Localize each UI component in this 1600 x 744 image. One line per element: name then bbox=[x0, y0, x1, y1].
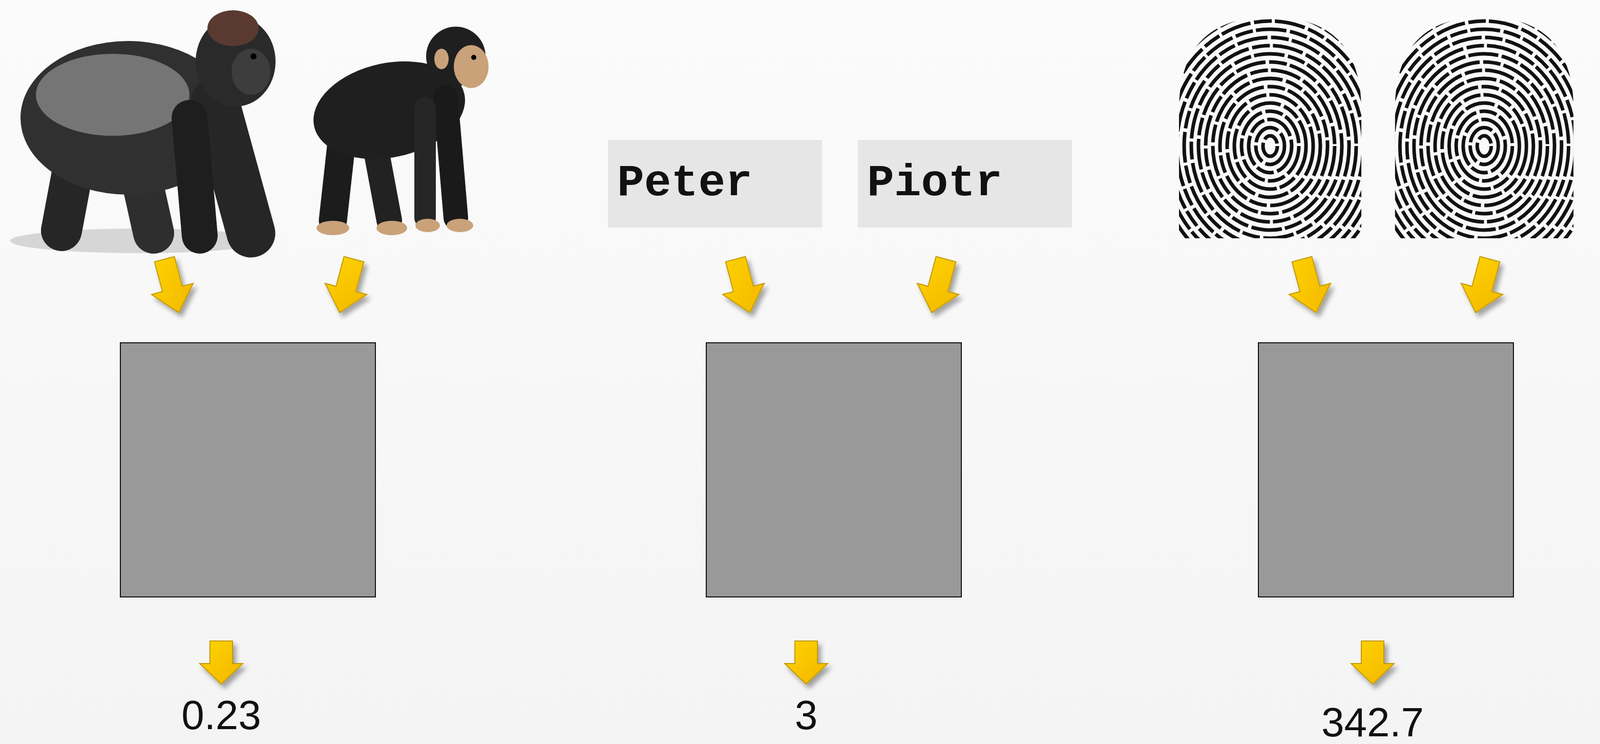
chimp-face bbox=[453, 45, 489, 89]
output-arrow bbox=[1351, 640, 1395, 684]
chimp-ear bbox=[434, 48, 449, 70]
gorilla-arm bbox=[215, 102, 251, 234]
black-boxes bbox=[120, 342, 1514, 597]
output-arrows bbox=[199, 640, 1395, 684]
output-value: 342.7 bbox=[1321, 699, 1424, 744]
chimp-hand bbox=[446, 218, 474, 233]
chimpanzee-illustration bbox=[304, 26, 489, 236]
gorilla-arm bbox=[189, 117, 200, 236]
output-arrow bbox=[784, 640, 828, 684]
gorilla-eye bbox=[250, 53, 257, 60]
output-value: 3 bbox=[794, 692, 818, 738]
name-text: Piotr bbox=[857, 158, 1003, 209]
chimp-foot bbox=[376, 220, 408, 236]
input-arrow bbox=[714, 253, 771, 319]
output-value: 0.23 bbox=[181, 692, 262, 738]
name-box: Piotr bbox=[857, 139, 1072, 228]
gorilla-illustration bbox=[10, 10, 276, 254]
input-arrow bbox=[318, 253, 375, 319]
input-arrow bbox=[1280, 253, 1337, 319]
chimp-arm bbox=[414, 107, 436, 218]
black-box bbox=[120, 342, 376, 597]
gorilla-crest bbox=[207, 10, 259, 47]
chimp-eye bbox=[471, 54, 477, 60]
chimp-hand bbox=[415, 218, 440, 233]
black-box bbox=[1258, 342, 1514, 597]
chimp-arm bbox=[445, 97, 456, 218]
output-arrow bbox=[199, 640, 243, 684]
input-arrows bbox=[143, 253, 1511, 319]
gorilla-silverback bbox=[35, 53, 190, 136]
name-text: Peter bbox=[607, 158, 753, 209]
name-box: Peter bbox=[607, 139, 823, 228]
fingerprint bbox=[1155, 12, 1385, 280]
chimp-foot bbox=[316, 220, 350, 236]
input-arrow bbox=[143, 253, 200, 319]
input-arrow bbox=[910, 253, 967, 319]
gorilla-face bbox=[231, 48, 271, 95]
fingerprint bbox=[1371, 12, 1597, 280]
black-box bbox=[706, 342, 962, 597]
input-arrow bbox=[1454, 253, 1511, 319]
